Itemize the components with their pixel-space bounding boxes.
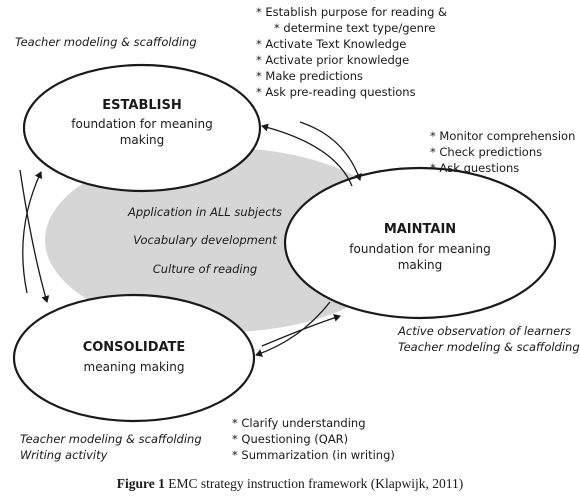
maintain-note: Active observation of learners: [398, 324, 571, 338]
figure-caption: Figure 1 EMC strategy instruction framew…: [0, 476, 580, 492]
consolidate-bullet: Summarization (in writing): [232, 447, 394, 463]
consolidate-ellipse: [12, 293, 256, 423]
consolidate-bullet: Questioning (QAR): [232, 431, 395, 447]
establish-bullet: Make predictions: [256, 68, 447, 84]
arrow-maintain-to-consolidate: [255, 301, 331, 357]
figure-caption-text: EMC strategy instruction framework (Klap…: [168, 476, 464, 491]
center-item: Vocabulary development: [133, 233, 277, 247]
arrow-consolidate-to-maintain: [261, 314, 341, 347]
maintain-title: MAINTAIN: [383, 222, 457, 237]
establish-bullet-list: Establish purpose for reading & determin…: [256, 4, 447, 100]
arrow-establish-to-consolidate: [19, 169, 50, 303]
establish-bullet-continuation: determine text type/genre: [256, 20, 447, 36]
establish-ellipse: [22, 63, 262, 193]
maintain-bullet: Check predictions: [430, 144, 575, 160]
establish-subtitle: foundation for meaning making: [71, 117, 213, 147]
center-item: Application in ALL subjects: [127, 205, 283, 219]
maintain-subtitle: foundation for meaning making: [349, 242, 491, 272]
figure-label: Figure 1: [116, 476, 165, 491]
establish-bullet: Establish purpose for reading &: [256, 4, 447, 20]
consolidate-title: CONSOLIDATE: [82, 340, 186, 355]
maintain-note: Teacher modeling & scaffolding: [398, 340, 580, 354]
establish-top-note: Teacher modeling & scaffolding: [15, 35, 197, 49]
center-item: Culture of reading: [152, 262, 258, 276]
maintain-bullet: Ask questions: [430, 160, 575, 176]
consolidate-bullet-list: Clarify understanding Questioning (QAR) …: [232, 415, 395, 463]
consolidate-subtitle: meaning making: [83, 360, 185, 374]
maintain-bullet: Monitor comprehension: [430, 128, 575, 144]
consolidate-bullet: Clarify understanding: [232, 415, 395, 431]
arrow-maintain-to-establish: [261, 123, 353, 187]
consolidate-note: Teacher modeling & scaffolding: [20, 432, 202, 446]
establish-bullet: Activate Text Knowledge: [256, 36, 447, 52]
consolidate-note: Writing activity: [20, 448, 108, 462]
maintain-bullet-list: Monitor comprehension Check predictions …: [430, 128, 575, 176]
establish-bullet: Activate prior knowledge: [256, 52, 447, 68]
maintain-ellipse: [283, 166, 557, 320]
establish-title: ESTABLISH: [102, 98, 182, 113]
arrow-establish-to-maintain: [299, 121, 362, 181]
arrow-consolidate-to-establish: [22, 171, 43, 294]
establish-bullet: Ask pre-reading questions: [256, 84, 447, 100]
